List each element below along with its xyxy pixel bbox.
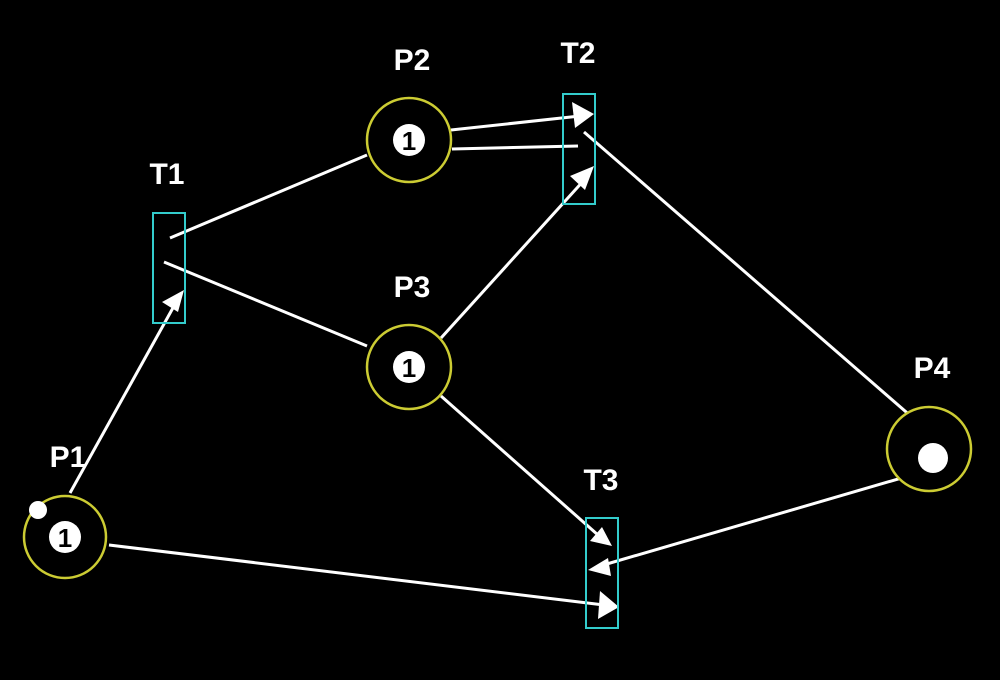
arrowhead-icon xyxy=(598,591,619,619)
arc-p3-to-t3[interactable] xyxy=(440,394,599,537)
transition-t1[interactable]: T1 xyxy=(149,158,186,324)
arc-t1-to-p3[interactable] xyxy=(163,260,368,348)
place-p3-label: P3 xyxy=(394,271,431,304)
token-mark-icon xyxy=(29,501,47,519)
arc-p1-to-t3[interactable] xyxy=(108,543,605,607)
arrowhead-icon xyxy=(570,166,594,190)
arc-p4-to-t3[interactable] xyxy=(599,470,923,568)
arrowhead-icon xyxy=(588,558,611,576)
place-p1[interactable]: 1 P1 xyxy=(22,441,108,580)
place-p4-token-disc xyxy=(918,443,948,473)
arc-t1-to-p2[interactable] xyxy=(169,153,368,240)
arrowhead-icon xyxy=(590,527,612,546)
place-p2-label: P2 xyxy=(394,44,431,77)
arc-p2-to-t2[interactable] xyxy=(450,114,581,132)
arc-p3-to-t2[interactable] xyxy=(439,176,588,340)
transitions-layer: T1 T2 T3 xyxy=(149,37,619,629)
place-p1-label: P1 xyxy=(50,441,87,474)
arcs-layer xyxy=(68,102,940,619)
place-p2[interactable]: 1 P2 xyxy=(365,44,453,184)
place-p2-token-disc xyxy=(393,124,425,156)
place-p3-token-disc xyxy=(393,351,425,383)
places-layer: 1 P1 1 P2 1 P3 P4 xyxy=(22,44,973,580)
transition-t3-box[interactable] xyxy=(585,517,619,629)
place-p3-token-count: 1 xyxy=(402,353,416,383)
transition-t1-box[interactable] xyxy=(152,212,186,324)
place-p1-token-count: 1 xyxy=(58,523,72,553)
arc-t2-to-p2[interactable] xyxy=(451,144,579,151)
transition-t3-label: T3 xyxy=(583,464,618,497)
arrowhead-icon xyxy=(572,102,594,128)
arc-t2-to-p4[interactable] xyxy=(583,130,929,433)
transition-t2-box[interactable] xyxy=(562,93,596,205)
place-p1-token-disc xyxy=(49,521,81,553)
arrowhead-icon xyxy=(162,290,184,312)
arc-p1-to-t1[interactable] xyxy=(68,296,181,494)
place-p4[interactable]: P4 xyxy=(885,352,973,493)
place-p2-token-count: 1 xyxy=(402,126,416,156)
place-p3[interactable]: 1 P3 xyxy=(365,271,453,411)
transition-t3[interactable]: T3 xyxy=(583,464,619,629)
transition-t2[interactable]: T2 xyxy=(560,37,596,205)
transition-t2-label: T2 xyxy=(560,37,595,70)
place-p4-label: P4 xyxy=(914,352,951,385)
transition-t1-label: T1 xyxy=(149,158,184,191)
